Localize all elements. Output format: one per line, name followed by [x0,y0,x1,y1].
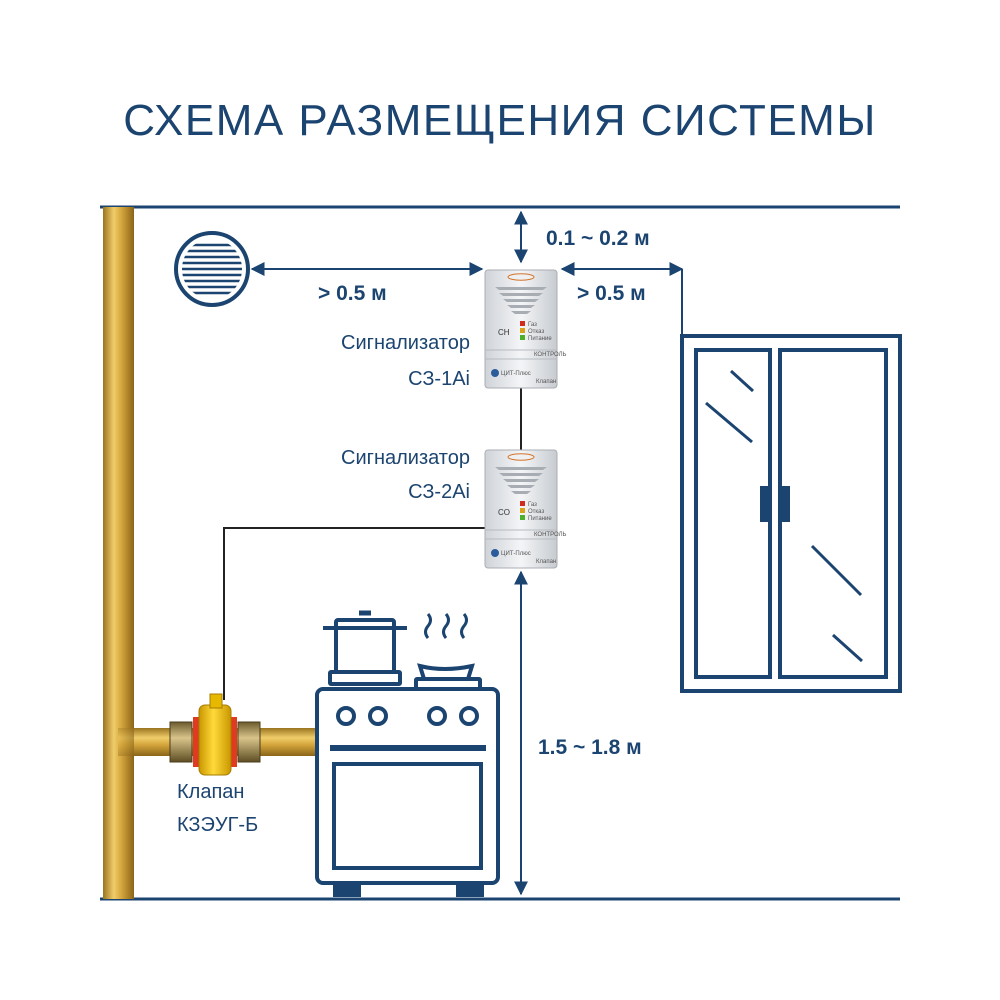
control-wire [223,527,485,700]
valve-label-line2: КЗЭУГ-Б [177,814,258,836]
window-distance-label: > 0.5 м [577,282,646,305]
gas-stove-icon [315,610,500,897]
detector1-brand: ЦИТ-Плюс [501,371,531,377]
detector2-indicator-power: Питание [528,516,552,522]
vent-grille-icon [174,231,250,307]
detector1-control-label: КОНТРОЛЬ [534,352,567,358]
detector2-gas-code: CO [498,508,510,517]
gas-pipe-riser [103,207,134,899]
page-title: СХЕМА РАЗМЕЩЕНИЯ СИСТЕМЫ [123,96,877,145]
detector2-brand: ЦИТ-Плюс [501,551,531,557]
detector1-label-line2: СЗ-1Ai [408,368,470,390]
pot-icon [323,610,407,686]
led-gas-icon [520,501,525,506]
detector1-gas-code: CH [498,328,510,337]
detector2-label-line1: Сигнализатор [341,447,470,469]
vent-distance-label: > 0.5 м [318,282,387,305]
detector1-indicator-power: Питание [528,336,552,342]
window-icon [680,334,902,693]
brand-logo-icon: ЦИТ-Плюс [491,549,531,557]
led-fault-icon [520,328,525,333]
detector2-control-label: КОНТРОЛЬ [534,532,567,538]
sensor-vent-icon [495,467,547,494]
led-power-icon [520,515,525,520]
detector-sz-2ai: CO Газ Отказ Питание КОНТРОЛЬ ЦИТ-Плюс К… [484,449,567,569]
brand-logo-icon: ЦИТ-Плюс [491,369,531,377]
sensor-vent-icon [495,287,547,314]
detector1-indicator-gas: Газ [528,322,537,328]
detector1-indicator-fault: Отказ [528,329,544,335]
detector1-valve-label: Клапан [536,379,556,385]
detector-sz-1ai: CH Газ Отказ Питание КОНТРОЛЬ ЦИТ-Плюс К… [484,269,567,389]
detector2-indicator-fault: Отказ [528,509,544,515]
pan-with-steam-icon [414,613,482,691]
detector2-indicator-gas: Газ [528,502,537,508]
detector1-label-line1: Сигнализатор [341,332,470,354]
led-power-icon [520,335,525,340]
detector2-label-line2: СЗ-2Ai [408,481,470,503]
led-gas-icon [520,321,525,326]
floor-distance-label: 1.5 ~ 1.8 м [538,736,642,759]
led-fault-icon [520,508,525,513]
detector2-valve-label: Клапан [536,559,556,565]
valve-kzeug [169,693,261,776]
ceiling-distance-label: 0.1 ~ 0.2 м [546,227,650,250]
valve-label-line1: Клапан [177,781,244,803]
